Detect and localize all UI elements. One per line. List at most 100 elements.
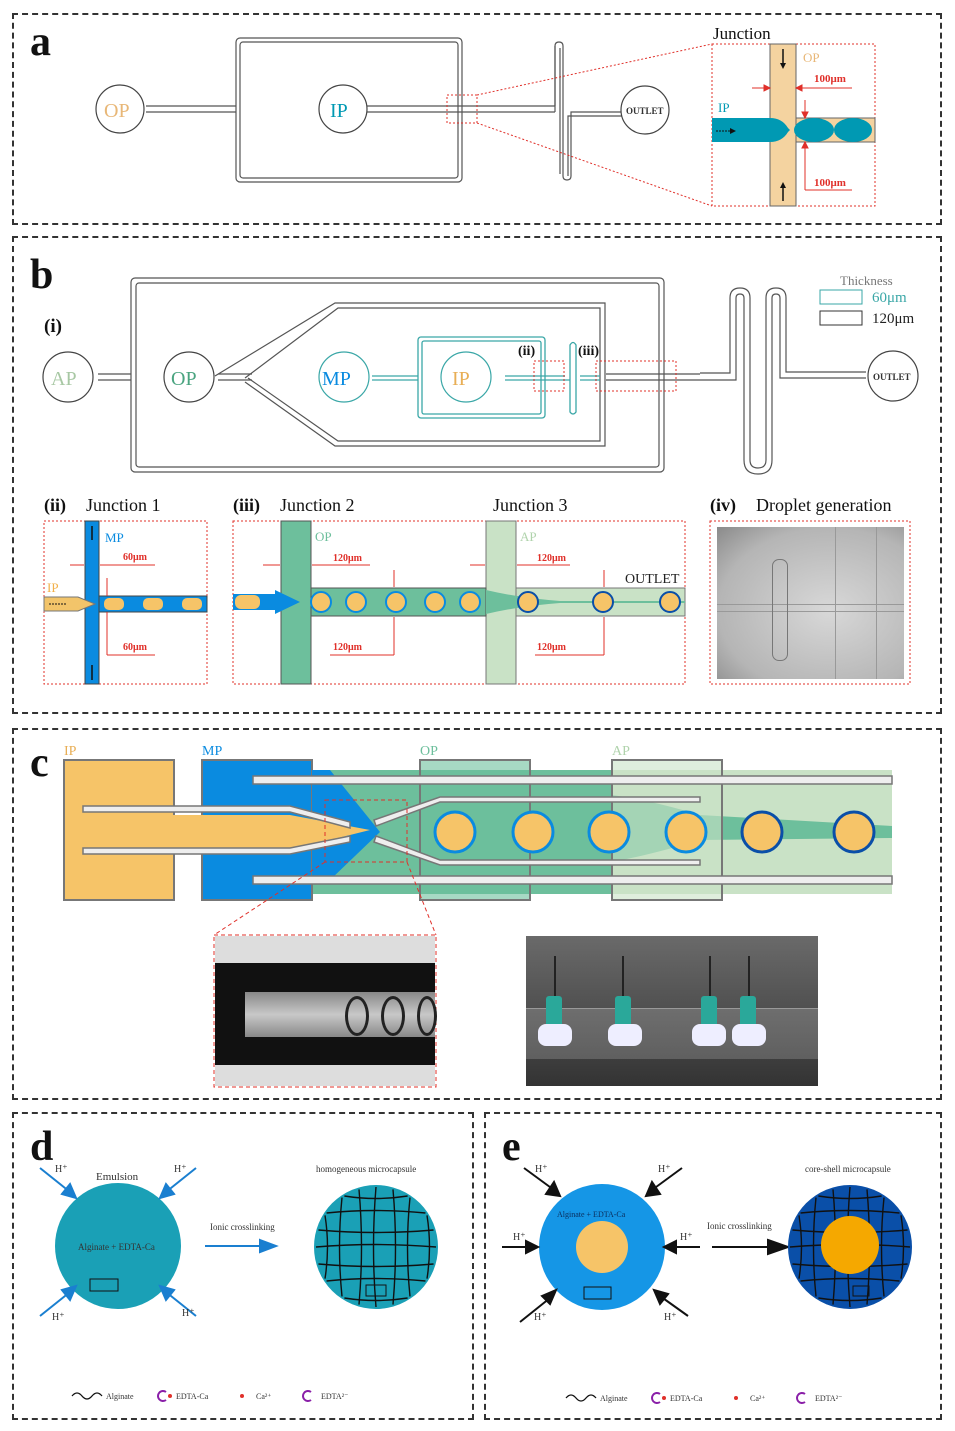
d-proton-tl: H⁺ bbox=[55, 1164, 68, 1175]
edta-ca-icon bbox=[651, 1392, 661, 1404]
outlet-circle bbox=[620, 85, 670, 135]
c-phase-mp: MP bbox=[202, 744, 222, 759]
j23-droplets bbox=[310, 591, 681, 613]
mesh-line-h bbox=[800, 1209, 900, 1214]
j2-title: Junction 2 bbox=[280, 495, 355, 515]
mesh-line-v bbox=[900, 1215, 905, 1279]
inlet-ip-label: IP bbox=[330, 100, 348, 122]
mesh-line-h bbox=[326, 1209, 426, 1214]
mesh-line-h bbox=[800, 1277, 900, 1282]
photo-glass-slide bbox=[526, 1008, 818, 1059]
edta-icon bbox=[796, 1392, 806, 1404]
edta-ca-dot-icon bbox=[662, 1396, 666, 1400]
zoom-line-top bbox=[476, 43, 713, 96]
mesh-line-v bbox=[372, 1186, 377, 1308]
c-zoom-marker bbox=[324, 799, 408, 863]
droplet-title: Droplet generation bbox=[756, 495, 891, 515]
j1-dims bbox=[70, 564, 155, 656]
mesh-line-v bbox=[358, 1189, 363, 1305]
d-zoom-rect-left bbox=[89, 1278, 119, 1292]
ca-ion-icon bbox=[734, 1396, 738, 1400]
mesh-line-h bbox=[318, 1263, 434, 1268]
inlet-op-label: OP bbox=[104, 100, 130, 122]
j3-title: Junction 3 bbox=[493, 495, 568, 515]
zoom-ip-label: IP bbox=[718, 100, 730, 115]
mesh-line-h bbox=[344, 1297, 408, 1302]
mesh-line-h bbox=[318, 1229, 434, 1234]
panel-c-label: c bbox=[30, 740, 49, 786]
photo-drop-2 bbox=[381, 996, 405, 1036]
d-crosslink-mesh bbox=[315, 1186, 437, 1308]
droplet-roman: (iv) bbox=[710, 495, 736, 516]
mesh-line-h bbox=[344, 1195, 408, 1200]
alginate-icon bbox=[565, 1394, 597, 1402]
alginate-icon bbox=[71, 1392, 103, 1400]
mesh-line-v bbox=[812, 1197, 817, 1297]
j2-roman: (iii) bbox=[233, 495, 260, 516]
d-proton-bl: H⁺ bbox=[52, 1312, 65, 1323]
d-title-left: Emulsion bbox=[96, 1171, 139, 1183]
junction-a-detail bbox=[712, 43, 876, 207]
e-arrow-label: Ionic crosslinking bbox=[707, 1221, 772, 1231]
panel-a-diagram: a OP IP OUTLET Junction OP IP 100μm 100μ… bbox=[30, 19, 876, 207]
legend-swatch-60 bbox=[819, 289, 863, 305]
b-inlet-ap-label: AP bbox=[51, 368, 77, 390]
legend-label-4: EDTA²⁻ bbox=[815, 1394, 842, 1403]
device-photo bbox=[526, 936, 818, 1086]
c-droplets bbox=[433, 810, 876, 854]
mesh-line-v bbox=[392, 1189, 397, 1305]
j3-outlet: OUTLET bbox=[625, 572, 680, 587]
photo-drop-3 bbox=[417, 996, 437, 1036]
panel-c-diagram: c IP MP OP AP bbox=[30, 740, 893, 1088]
zoom-op-label: OP bbox=[803, 50, 820, 65]
b-outlet-label: OUTLET bbox=[873, 372, 911, 382]
j3-ap: AP bbox=[520, 529, 537, 544]
photo-channel bbox=[717, 604, 904, 612]
b-outlet-circle bbox=[867, 350, 919, 402]
d-title-right: homogeneous microcapsule bbox=[316, 1164, 416, 1174]
e-zoom-rect-left bbox=[583, 1286, 612, 1300]
zoom-box-iii bbox=[595, 360, 677, 392]
glue-3 bbox=[692, 1024, 726, 1046]
needle-hub-4-cone bbox=[740, 996, 756, 1030]
junction-zoom-marker bbox=[446, 94, 478, 124]
legend-label-2: EDTA-Ca bbox=[670, 1394, 703, 1403]
dim-a-bottom: 100μm bbox=[814, 177, 846, 189]
c-phase-op: OP bbox=[420, 744, 438, 759]
photo-drop-1 bbox=[345, 996, 369, 1036]
c-phase-ap: AP bbox=[612, 744, 630, 759]
b-inlet-ap-circle bbox=[42, 351, 94, 403]
j3-dim-top: 120μm bbox=[537, 553, 567, 564]
c-droplet-3 bbox=[587, 810, 631, 854]
dim-a-top: 100μm bbox=[814, 73, 846, 85]
panel-a-channels bbox=[146, 37, 622, 183]
droplet-generation-photo bbox=[717, 527, 904, 679]
zoom-box-ii bbox=[533, 360, 565, 392]
legend-label-1: Alginate bbox=[600, 1394, 628, 1403]
d-emulsion-droplet bbox=[55, 1183, 181, 1309]
edta-ca-icon bbox=[157, 1390, 167, 1402]
j1-roman: (ii) bbox=[44, 495, 66, 516]
b-inlet-mp-label: MP bbox=[322, 368, 351, 390]
d-zoom-rect-right bbox=[365, 1284, 387, 1297]
glue-1 bbox=[538, 1024, 572, 1046]
glue-4 bbox=[732, 1024, 766, 1046]
legend-swatch-120 bbox=[819, 310, 863, 326]
j1-ip: IP bbox=[47, 580, 59, 595]
droplet-8 bbox=[659, 591, 681, 613]
mesh-line-h bbox=[818, 1195, 882, 1200]
mesh-line-h bbox=[315, 1243, 437, 1248]
d-proton-arrows bbox=[39, 1167, 279, 1317]
droplet-2 bbox=[345, 591, 367, 613]
b-inlet-op-circle bbox=[163, 351, 215, 403]
c-droplet-2 bbox=[511, 810, 555, 854]
droplet-3 bbox=[385, 591, 407, 613]
e-proton-2: H⁺ bbox=[658, 1164, 671, 1175]
photo-serpentine bbox=[772, 559, 788, 661]
droplet-7 bbox=[592, 591, 614, 613]
j2-dim-top: 120μm bbox=[333, 553, 363, 564]
legend-label-60: 60μm bbox=[872, 290, 907, 306]
